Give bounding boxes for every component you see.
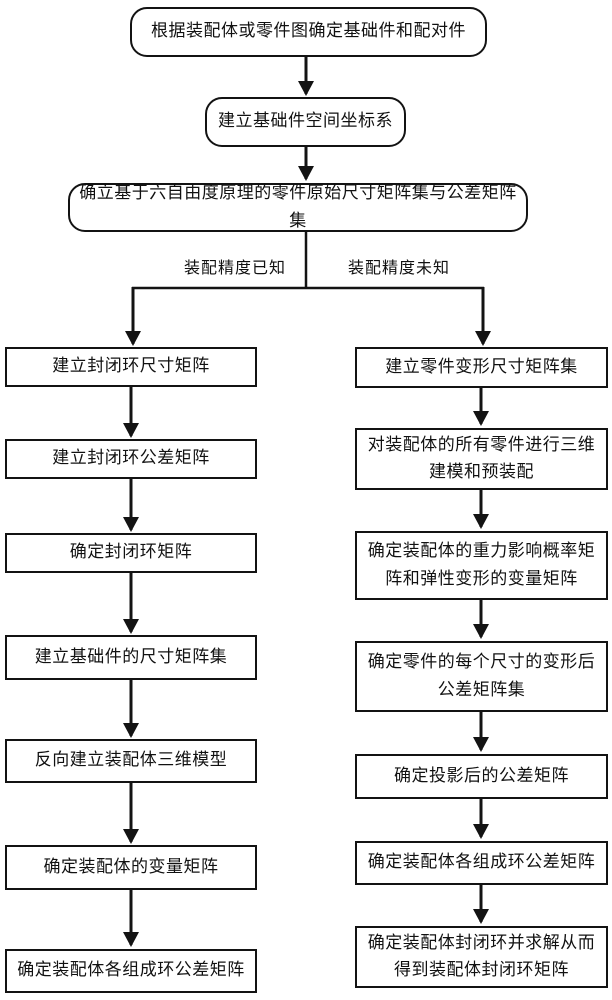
node-label: 确定装配体封闭环并求解从而得到装配体封闭环矩阵 (367, 932, 596, 980)
node-label: 确定装配体各组成环公差矩阵 (367, 852, 596, 873)
node-label: 建立基础件空间坐标系 (218, 111, 393, 132)
node-label: 确定装配体的重力影响概率矩阵和弹性变形的变量矩阵 (367, 541, 596, 589)
right-node-solve-closed-loop-matrix: 确定装配体封闭环并求解从而得到装配体封闭环矩阵 (355, 926, 608, 988)
right-node-projected-tolerance-matrix: 确定投影后的公差矩阵 (355, 754, 608, 799)
left-node-reverse-build-3d-model: 反向建立装配体三维模型 (5, 739, 257, 783)
node-label: 确定投影后的公差矩阵 (394, 765, 569, 786)
node-label: 反向建立装配体三维模型 (34, 750, 228, 771)
left-node-closed-loop-tolerance-matrix: 建立封闭环公差矩阵 (5, 439, 257, 479)
left-node-component-loop-tolerance-matrix: 确定装配体各组成环公差矩阵 (5, 949, 257, 993)
left-node-determine-closed-loop-matrix: 确定封闭环矩阵 (5, 533, 257, 573)
branch-label-accuracy-known: 装配精度已知 (183, 258, 286, 277)
branch-label-accuracy-unknown: 装配精度未知 (347, 258, 450, 277)
node-label: 确定零件的每个尺寸的变形后公差矩阵集 (367, 652, 596, 700)
right-node-gravity-probability-and-elastic-variable-matrix: 确定装配体的重力影响概率矩阵和弹性变形的变量矩阵 (355, 531, 608, 600)
node-label: 建立封闭环公差矩阵 (52, 448, 210, 469)
node-label: 建立基础件的尺寸矩阵集 (34, 646, 228, 667)
left-node-closed-loop-dimension-matrix: 建立封闭环尺寸矩阵 (5, 347, 257, 387)
left-node-base-part-dimension-matrix-set: 建立基础件的尺寸矩阵集 (5, 635, 257, 680)
node-label: 确定封闭环矩阵 (69, 542, 193, 563)
right-node-part-deformation-dimension-matrix-set: 建立零件变形尺寸矩阵集 (355, 347, 608, 388)
node-build-base-part-coordinate-system: 建立基础件空间坐标系 (205, 97, 406, 147)
node-determine-base-and-mating-parts: 根据装配体或零件图确定基础件和配对件 (130, 7, 487, 57)
node-label: 建立封闭环尺寸矩阵 (52, 356, 210, 377)
right-node-3d-modeling-and-preassembly: 对装配体的所有零件进行三维建模和预装配 (355, 428, 608, 490)
left-node-assembly-variable-matrix: 确定装配体的变量矩阵 (5, 845, 257, 890)
node-label: 对装配体的所有零件进行三维建模和预装配 (367, 434, 596, 482)
node-label: 确立基于六自由度原理的零件原始尺寸矩阵集与公差矩阵集 (79, 183, 517, 231)
node-label: 确定装配体的变量矩阵 (43, 856, 219, 877)
node-establish-six-dof-matrix-sets: 确立基于六自由度原理的零件原始尺寸矩阵集与公差矩阵集 (68, 183, 528, 232)
node-label: 建立零件变形尺寸矩阵集 (385, 356, 578, 377)
node-label: 确定装配体各组成环公差矩阵 (17, 960, 245, 981)
node-label: 根据装配体或零件图确定基础件和配对件 (151, 21, 466, 42)
right-node-post-deformation-tolerance-matrix-set: 确定零件的每个尺寸的变形后公差矩阵集 (355, 641, 608, 712)
right-node-component-loop-tolerance-matrix: 确定装配体各组成环公差矩阵 (355, 841, 608, 885)
